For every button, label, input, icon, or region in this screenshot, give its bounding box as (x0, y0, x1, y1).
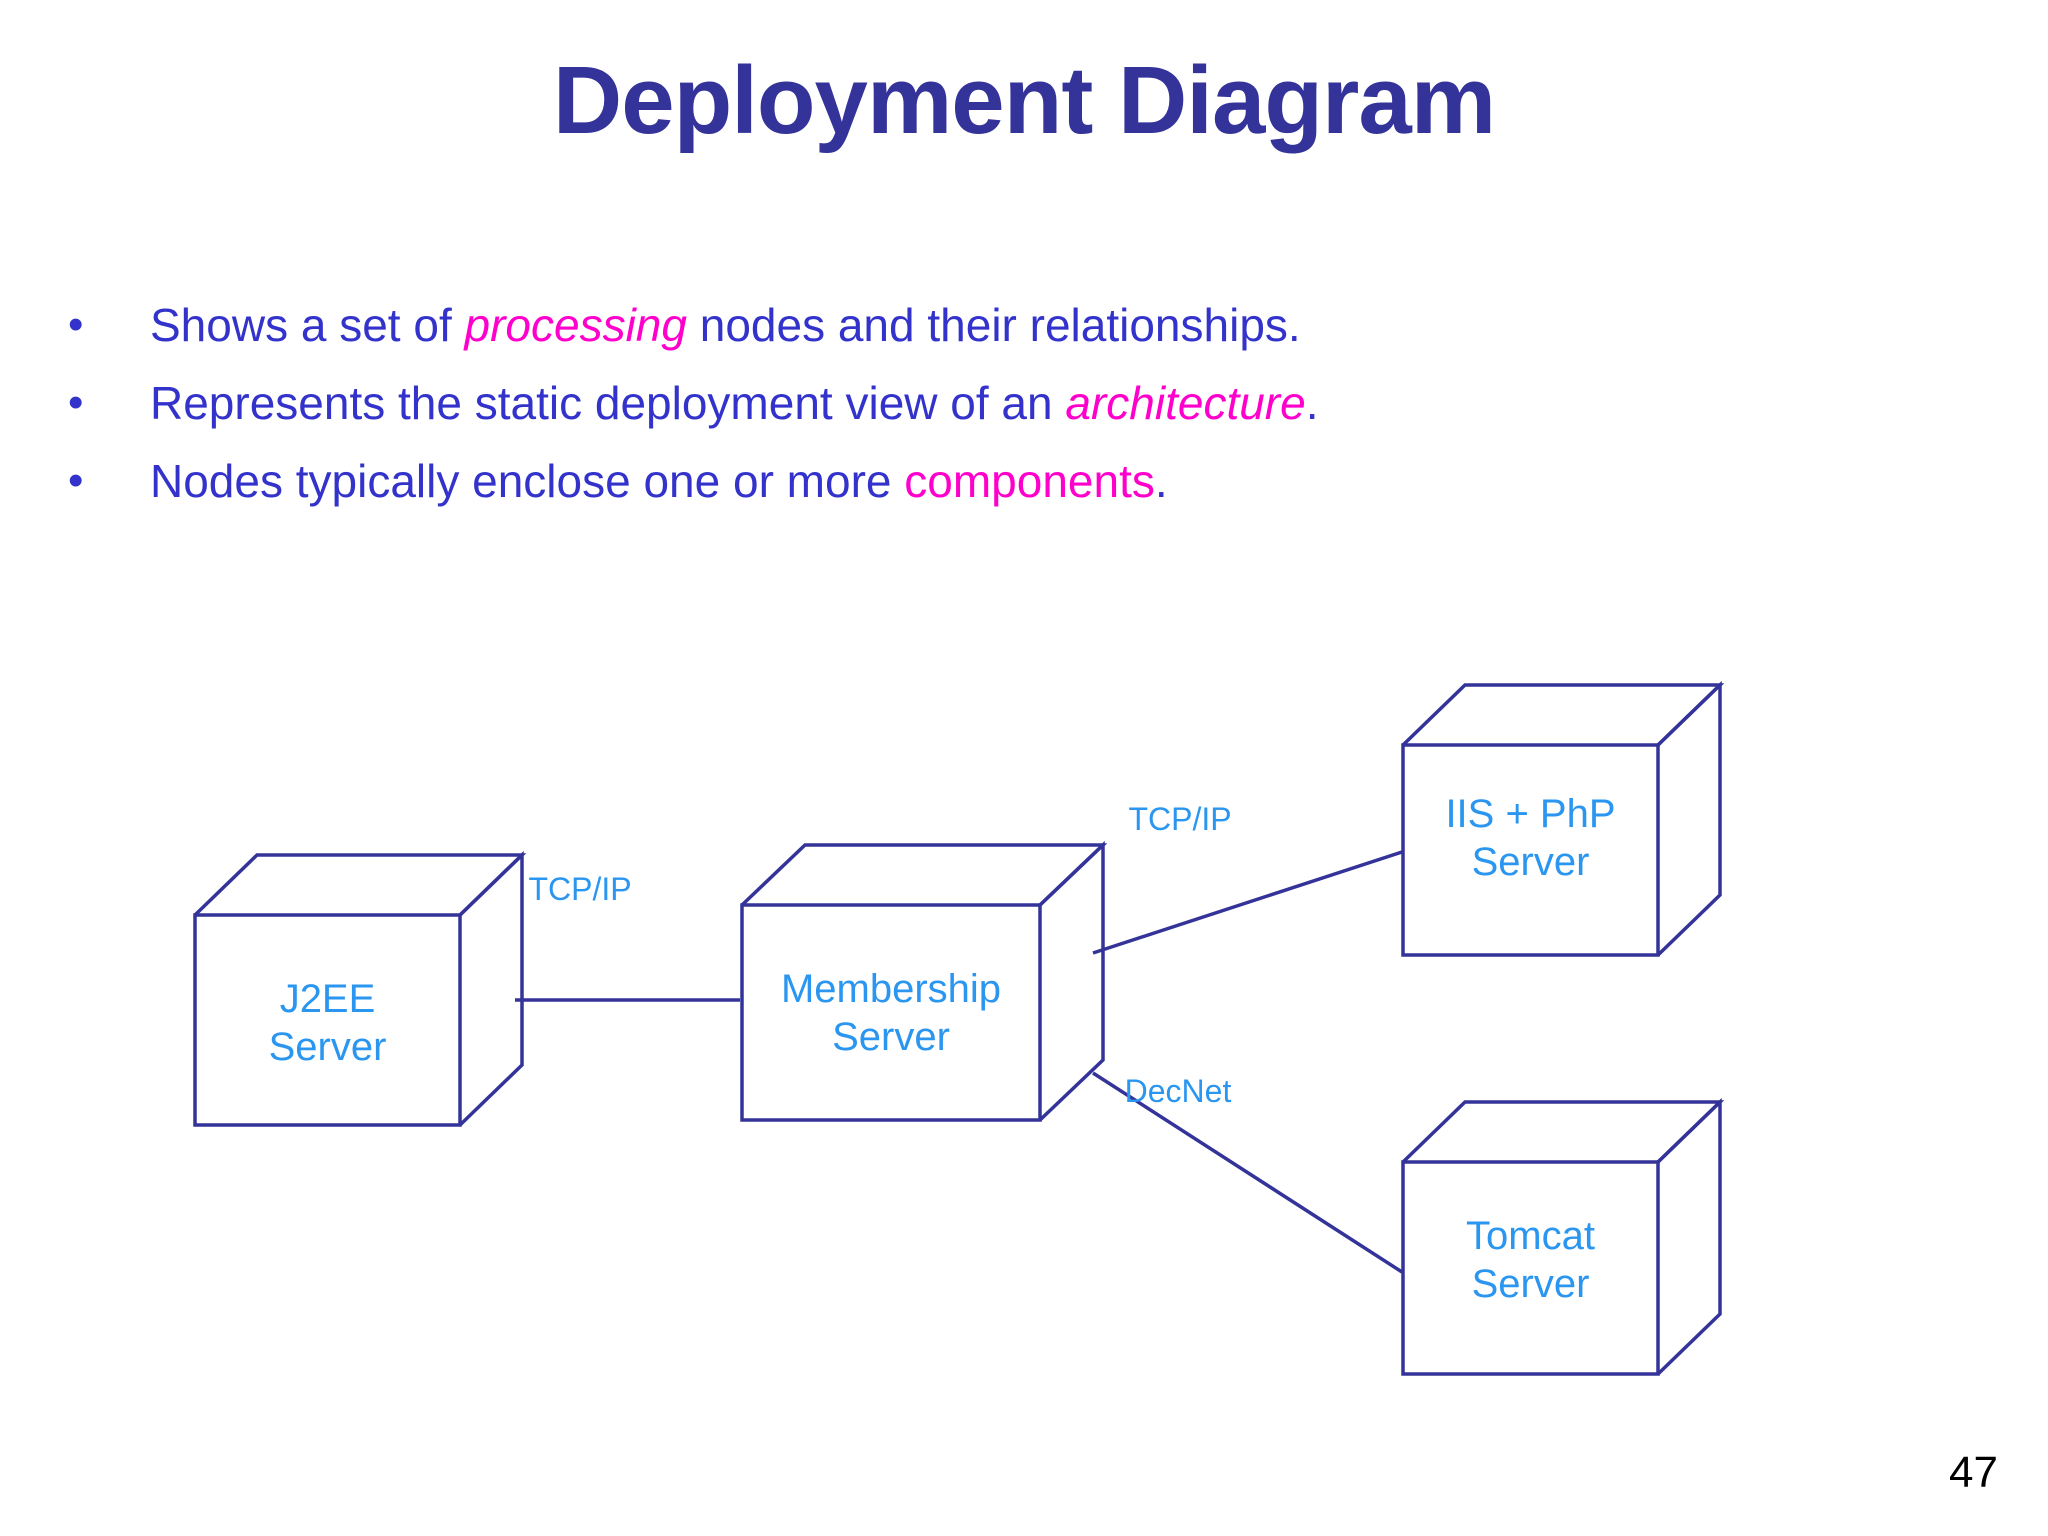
list-item: • Shows a set of processing nodes and th… (60, 296, 1860, 354)
node-label-iis: IIS + PhP Server (1445, 792, 1616, 884)
node-label-membership: Membership Server (780, 967, 1002, 1059)
node-cube-tomcat (1401, 1097, 1725, 1376)
node-cube-j2ee (193, 850, 527, 1127)
bullet-emphasis: processing (464, 299, 687, 351)
node-label-tomcat: Tomcat Server (1466, 1214, 1595, 1306)
bullet-list: • Shows a set of processing nodes and th… (60, 296, 1860, 530)
bullet-text-pre: Nodes typically enclose one or more (150, 455, 905, 507)
connector-membership-iis (1092, 850, 1403, 955)
page-number: 47 (1949, 1448, 1998, 1497)
bullet-marker-icon: • (68, 300, 84, 349)
bullet-marker-icon: • (68, 378, 84, 427)
bullet-text-post: nodes and their relationships. (686, 299, 1301, 351)
bullet-emphasis: components (904, 455, 1155, 507)
node-label-j2ee: J2EE Server (268, 977, 387, 1069)
bullet-text-pre: Represents the static deployment view of… (150, 377, 1066, 429)
connection-label-j2ee-membership: TCP/IP (528, 871, 632, 907)
page-title: Deployment Diagram (552, 47, 1496, 154)
list-item: • Represents the static deployment view … (60, 374, 1860, 432)
bullet-text-pre: Shows a set of (150, 299, 465, 351)
node-cube-iis (1401, 680, 1725, 957)
bullet-text-post: . (1305, 377, 1319, 429)
connector-membership-tomcat (1092, 1071, 1403, 1274)
node-cube-membership (740, 840, 1108, 1122)
bullet-marker-icon: • (68, 456, 84, 505)
bullet-text: Shows a set of processing nodes and thei… (150, 296, 1301, 354)
bullet-text: Represents the static deployment view of… (150, 374, 1319, 432)
connection-label-membership-iis: TCP/IP (1128, 801, 1232, 837)
connection-label-membership-tomcat: DecNet (1124, 1073, 1232, 1109)
bullet-text: Nodes typically enclose one or more comp… (150, 452, 1168, 510)
bullet-text-post: . (1154, 455, 1168, 507)
list-item: • Nodes typically enclose one or more co… (60, 452, 1860, 510)
bullet-emphasis: architecture (1065, 377, 1306, 429)
